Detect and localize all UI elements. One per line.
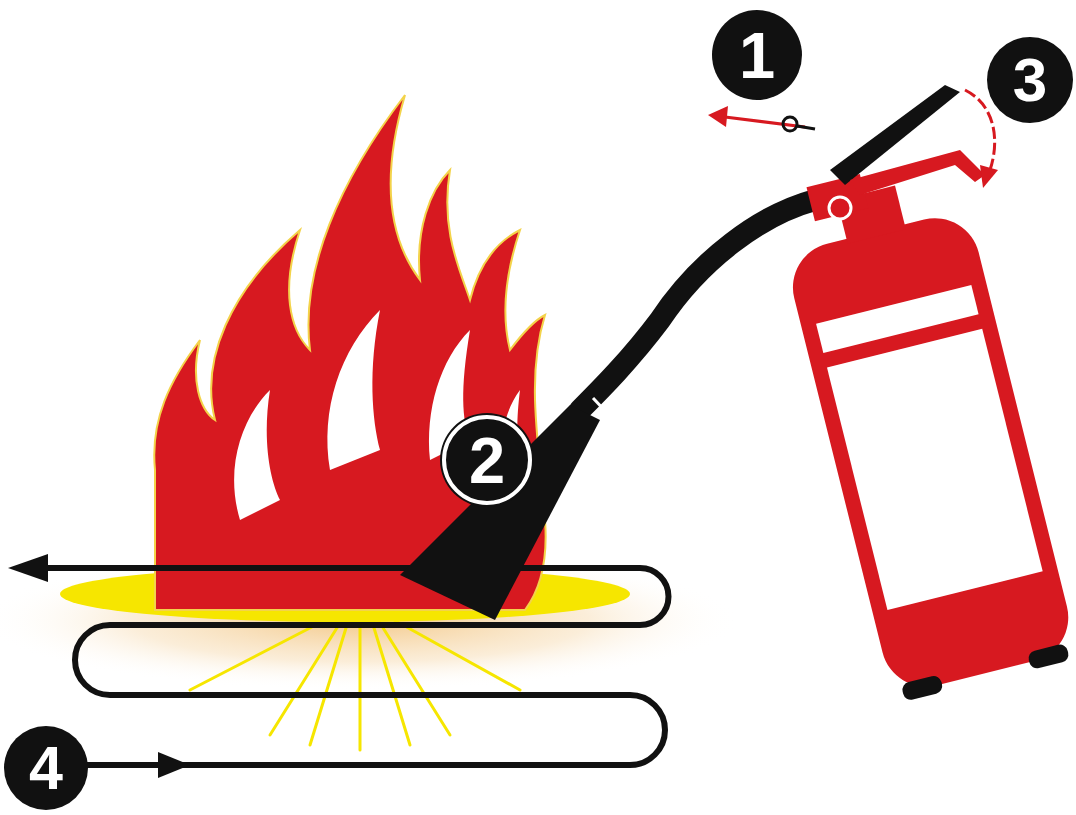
hose: [580, 200, 815, 410]
sweep-start-arrowhead: [158, 752, 190, 778]
squeeze-arrow: [965, 90, 998, 188]
callout-number: 2: [442, 415, 532, 505]
fire-rays: [190, 615, 520, 750]
pin-arrow: [708, 106, 815, 131]
extinguisher-body: [774, 170, 1076, 704]
nozzle-horn: [400, 405, 600, 620]
sweep-path: [40, 568, 669, 765]
sweep-arrowhead: [8, 554, 48, 582]
safety-pin: [829, 197, 851, 219]
lower-lever: [850, 150, 985, 195]
callout-number: 4: [4, 726, 88, 810]
callout-number: 3: [987, 37, 1073, 123]
callout-number: 1: [712, 10, 802, 100]
